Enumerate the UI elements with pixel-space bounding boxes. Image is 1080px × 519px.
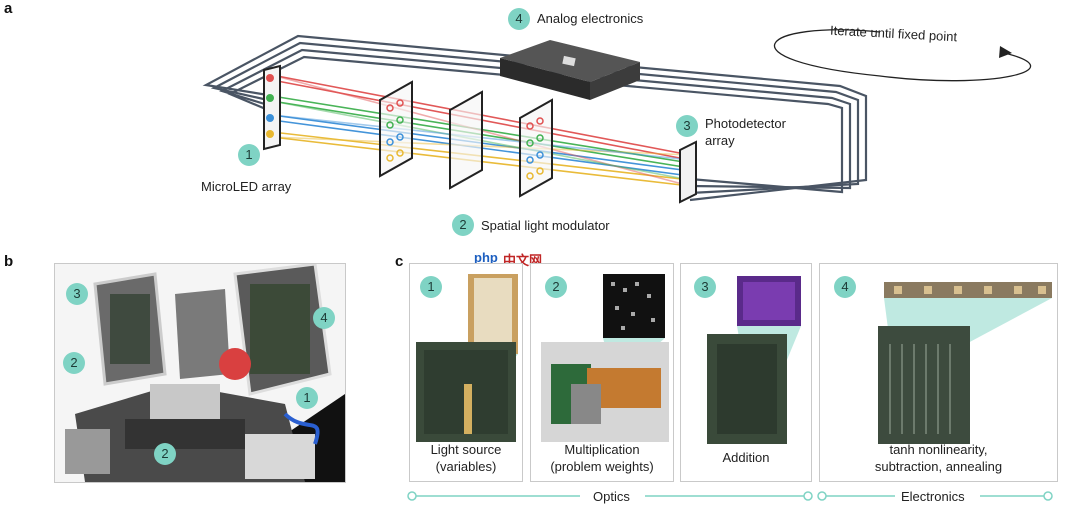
card-3-drawing [707,276,801,444]
badge-a-1: 1 [238,144,260,166]
badge-a-3: 3 [676,115,698,137]
group-brackets [407,491,1053,501]
badge-c-3: 3 [694,276,716,298]
label-photodetector-2: array [705,133,735,148]
badge-b-1: 1 [296,387,318,409]
hardware-photo-drawing [55,264,345,482]
card-4-caption-2: subtraction, annealing [874,459,1003,474]
panel-b-letter: b [4,253,14,270]
card-multiplication: Multiplication (problem weights) [530,263,674,482]
panel-c-letter: c [395,253,404,270]
slm-panels [379,80,553,198]
iterate-loop-line [773,29,1031,82]
label-slm: Spatial light modulator [481,218,610,233]
group-electronics-label: Electronics [901,489,965,504]
badge-c-2: 2 [545,276,567,298]
badge-c-4: 4 [834,276,856,298]
badge-b-2b: 2 [154,443,176,465]
feedback-cables [202,34,868,202]
iterate-arrow-head [999,46,1012,58]
slm-pixels [386,99,544,180]
label-microled: MicroLED array [201,179,292,194]
card-electronics: tanh nonlinearity, subtraction, annealin… [819,263,1058,482]
hardware-photo [54,263,346,483]
card-1-caption-1: Light source [430,442,502,457]
badge-b-4: 4 [313,307,335,329]
label-photodetector-1: Photodetector [705,116,786,131]
group-optics-label: Optics [593,489,630,504]
badge-b-2a: 2 [63,352,85,374]
watermark-part1: php [474,250,498,265]
card-2-drawing [541,274,669,442]
badge-b-3: 3 [66,283,88,305]
card-1-drawing [416,274,518,442]
label-analog-electronics: Analog electronics [537,11,644,26]
microled-array [263,64,281,151]
badge-a-2: 2 [452,214,474,236]
card-1-caption-2: (variables) [435,459,497,474]
badge-a-4: 4 [508,8,530,30]
badge-c-1: 1 [420,276,442,298]
card-addition: Addition [680,263,812,482]
card-light-source: Light source (variables) [409,263,523,482]
panel-a-diagram [202,29,1031,204]
card-2-caption-1: Multiplication [564,442,640,457]
card-3-caption-1: Addition [722,450,770,465]
card-2-caption-2: (problem weights) [550,459,654,474]
analog-electronics-box [500,40,640,100]
photodetector-array [679,140,697,204]
panel-a-letter: a [4,0,13,17]
card-4-caption-1: tanh nonlinearity, [889,442,988,457]
card-4-drawing [878,282,1052,444]
